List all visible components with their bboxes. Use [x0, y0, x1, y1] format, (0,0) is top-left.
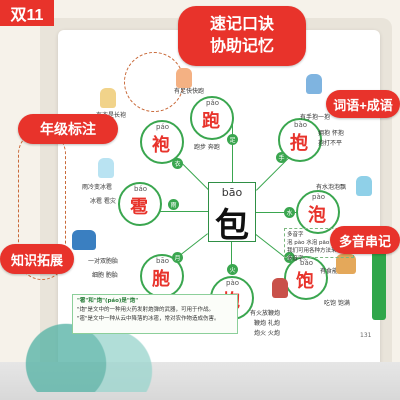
char-pinyin: pào — [312, 193, 326, 201]
note-full: 有食能吃饱 — [320, 268, 351, 275]
note-twin-words: 细胞 胞胎 — [92, 272, 118, 279]
page-number: 131 — [360, 332, 372, 339]
tag-line: 速记口诀 — [209, 16, 274, 33]
char-glyph: 雹 — [130, 197, 148, 218]
center-pinyin: bāo — [221, 186, 243, 199]
radical-badge: 手 — [276, 152, 287, 163]
note-hail: 雨冷变冰雹 — [82, 184, 113, 191]
radical-badge: 足 — [227, 134, 238, 145]
char-circle-pao-bubble — [296, 190, 340, 234]
char-pinyin: páo — [156, 123, 170, 131]
note-cannon-words: 鞭炮 礼炮 — [254, 320, 280, 327]
center-char: 包 — [215, 206, 249, 246]
figure-robe-kid — [100, 88, 116, 108]
char-glyph: 泡 — [308, 205, 326, 226]
note-full-words: 吃饱 饱满 — [324, 300, 350, 307]
info-box-line: "雹"是文中一种从云中降落的冰雹，常对农作物造成伤害。 — [77, 316, 220, 322]
dashed-connector — [124, 52, 184, 112]
figure-cannon-kid — [272, 278, 288, 298]
radical-badge: 衣 — [172, 158, 183, 169]
spoke-line — [256, 212, 306, 213]
figure-running-kid — [176, 68, 192, 88]
note-run-words: 跑步 奔跑 — [194, 144, 220, 151]
radical-badge: 火 — [227, 264, 238, 275]
tag-words-idioms: 词语+成语 — [326, 90, 400, 118]
char-glyph: 抱 — [290, 133, 308, 154]
polyphone-box-line: 多音字 — [287, 232, 304, 238]
tag-memory-tips: 速记口诀 协助记忆 — [178, 6, 306, 66]
char-glyph: 胞 — [152, 269, 170, 290]
figure-bubble-kid — [356, 176, 372, 196]
radical-badge: 雨 — [168, 199, 179, 210]
figure-full-kid — [336, 254, 356, 274]
tag-line: 协助记忆 — [209, 38, 274, 55]
info-box-line: "炮"是文中的一种用火药发射炮弹的武器，可用于作战。 — [77, 307, 215, 313]
char-pinyin: báo — [134, 185, 148, 193]
polyphone-box-line: 泡 pào 水泡 pāo 眼泡 — [287, 240, 342, 246]
spoke-line — [160, 211, 208, 212]
polyphone-box-line: 我们可用各种方法来记住多音字。 — [287, 248, 348, 262]
note-cannon-words2: 炮火 火炮 — [254, 330, 280, 337]
tag-grade-label: 年级标注 — [18, 114, 118, 144]
figure-hail-kid — [98, 158, 114, 178]
char-glyph: 袍 — [152, 135, 170, 156]
center-char-box — [208, 182, 256, 242]
note-cannon: 有火放鞭炮 — [250, 310, 281, 317]
tag-polyphone: 多音串记 — [330, 226, 400, 254]
note-hail-words: 冰雹 雹灾 — [90, 198, 116, 205]
radical-badge: 月 — [172, 252, 183, 263]
note-hug-idiom: 抱打不平 — [318, 140, 343, 147]
figure-hugging-kid — [306, 74, 322, 94]
char-circle-pao — [190, 96, 234, 140]
spoke-line — [232, 120, 233, 182]
note-hug-words: 拥抱 怀抱 — [318, 130, 344, 137]
char-pinyin: pǎo — [206, 99, 220, 107]
note-hug: 有手抱一抱 — [300, 114, 331, 121]
char-pinyin: pào — [226, 279, 240, 287]
char-pinyin: bào — [294, 121, 308, 129]
info-box-title: "雹"和"炮"(páo)是"炮" — [77, 298, 139, 304]
char-circle-bao-hail — [118, 182, 162, 226]
double11-logo: 双11 — [0, 0, 54, 26]
char-pinyin: bāo — [156, 257, 170, 265]
page-side-tab — [372, 240, 386, 320]
char-glyph: 饱 — [296, 271, 314, 292]
char-circle-pao-robe — [140, 120, 184, 164]
tag-knowledge-extension: 知识拓展 — [0, 244, 74, 274]
char-glyph: 跑 — [202, 111, 220, 132]
info-box: "雹"和"炮"(páo)是"炮" "炮"是文中的一种用火药发射炮弹的武器，可用于… — [72, 294, 238, 334]
note-bubble: 有水泡泡飘 — [316, 184, 347, 191]
char-pinyin: bǎo — [300, 259, 314, 267]
note-twin: 一对双胞胎 — [88, 258, 119, 265]
note-run: 有足快快跑 — [174, 88, 205, 95]
radical-badge: 水 — [284, 207, 295, 218]
figure-twins — [72, 230, 96, 250]
